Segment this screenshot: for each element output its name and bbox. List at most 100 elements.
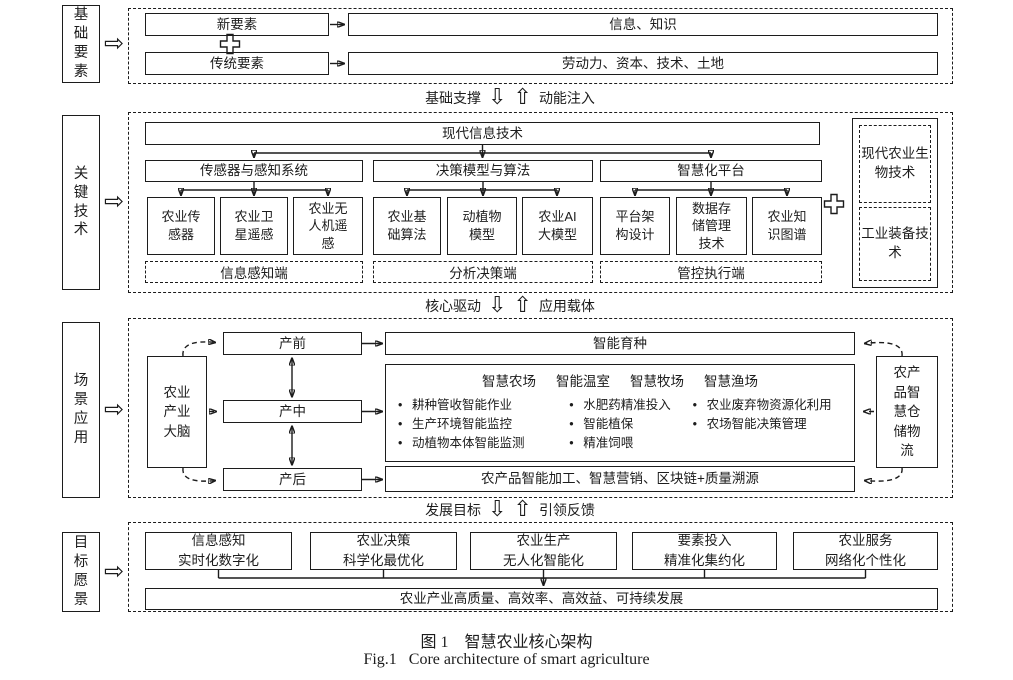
list-item: • 农业废弃物资源化利用: [693, 396, 842, 415]
list-item: •智能植保: [569, 415, 692, 434]
list-item: • 农场智能决策管理: [693, 415, 842, 434]
goal-line2: 无人化智能化: [503, 553, 584, 568]
goal-line1: 农业服务: [838, 533, 893, 549]
link-label-right: 动能注入: [538, 90, 595, 106]
section-label-foundation: 基础要素: [62, 5, 100, 83]
link-label-right: 应用载体: [538, 298, 595, 314]
new-factor-box: 新要素: [145, 13, 329, 36]
scenario-item: 智能温室: [556, 374, 610, 389]
down-arrow-icon: ⇩: [488, 292, 507, 317]
bullet-column: • 农业废弃物资源化利用 • 农场智能决策管理: [693, 396, 842, 454]
section-label-application: 场景应用: [62, 322, 100, 498]
application-panel: [128, 318, 953, 498]
link-label-left: 核心驱动: [425, 298, 482, 314]
bullet-text: 耕种管收智能作业: [412, 397, 513, 412]
technology-panel: [128, 112, 953, 293]
plus-icon: [219, 33, 241, 55]
tech-child: 动植物模型: [447, 197, 517, 255]
tech-child: 农业知识图谱: [752, 197, 822, 255]
scenario-header: 智慧农场 智能温室 智慧牧场 智慧渔场: [398, 373, 842, 391]
link-label-left: 基础支撑: [425, 90, 482, 106]
group-footer-decision: 分析决策端: [373, 261, 593, 283]
technology-connectors: [181, 145, 787, 196]
traditional-factor-box: 传统要素: [145, 52, 329, 75]
foundation-panel: [128, 8, 953, 84]
application-connectors: [182, 342, 903, 481]
tech-child: 农业AI大模型: [522, 197, 593, 255]
stage-mid-box: 产中: [223, 400, 362, 423]
stage-post-box: 产后: [223, 468, 362, 491]
goal-box: 农业决策科学化最优化: [310, 532, 457, 570]
tech-child: 数据存储管理技术: [676, 197, 747, 255]
vision-connectors: [217, 570, 867, 586]
group-footer-platform: 管控执行端: [600, 261, 822, 283]
goal-line2: 实时化数字化: [178, 553, 259, 568]
post-production-box: 农产品智能加工、智慧营销、区块链+质量溯源: [385, 466, 855, 492]
section-label-vision: 目标愿景: [62, 532, 100, 612]
tech-child: 农业基础算法: [373, 197, 441, 255]
scenario-item: 智慧渔场: [704, 374, 758, 389]
goal-box: 农业服务网络化个性化: [793, 532, 938, 570]
list-item: • 精准饲喂: [569, 434, 692, 453]
bullet-icon: •: [398, 436, 403, 451]
goal-box: 农业生产无人化智能化: [470, 532, 617, 570]
up-arrow-icon: ⇧: [513, 496, 532, 521]
up-arrow-icon: ⇧: [513, 84, 532, 109]
right-arrow-icon: ⇨: [103, 30, 125, 57]
tech-child: 农业卫星遥感: [220, 197, 288, 255]
scenario-item: 智慧农场: [482, 374, 536, 389]
bullet-text: 水肥药精准投入: [583, 397, 671, 412]
plus-icon: [823, 193, 845, 215]
info-knowledge-box: 信息、知识: [348, 13, 938, 36]
side-tech-equipment: 工业装备技术: [859, 207, 931, 281]
side-tech-bio: 现代农业生物技术: [859, 125, 931, 203]
group-header-decision: 决策模型与算法: [373, 160, 593, 182]
tech-child: 农业无人机遥感: [293, 197, 363, 255]
link-tech-app: 核心驱动 ⇩ ⇧ 应用载体: [370, 293, 650, 319]
group-footer-sensing: 信息感知端: [145, 261, 363, 283]
outcome-box: 农业产业高质量、高效率、高效益、可持续发展: [145, 588, 938, 610]
bullet-icon: •: [569, 416, 574, 431]
bullet-icon: •: [569, 436, 574, 451]
list-item: • 水肥药精准投入: [569, 396, 692, 415]
labor-capital-box: 劳动力、资本、技术、土地: [348, 52, 938, 75]
bullet-text: 生产环境智能监控: [412, 416, 513, 431]
up-arrow-icon: ⇧: [513, 292, 532, 317]
goal-line1: 农业生产: [516, 533, 571, 549]
down-arrow-icon: ⇩: [488, 496, 507, 521]
bullet-text: 农场智能决策管理: [706, 416, 807, 431]
scenario-item: 智慧牧场: [630, 374, 684, 389]
scenario-content-box: 智慧农场 智能温室 智慧牧场 智慧渔场 •耕种管收智能作业 •生产环境智能监控 …: [385, 364, 855, 462]
bullet-column: • 水肥药精准投入 •智能植保 • 精准饲喂: [569, 396, 692, 454]
right-arrow-icon: ⇨: [103, 188, 125, 215]
link-app-vision: 发展目标 ⇩ ⇧ 引领反馈: [370, 498, 650, 522]
industry-brain-box: 农业产业大脑: [147, 356, 207, 468]
bullet-icon: •: [398, 397, 403, 412]
goal-line1: 农业决策: [356, 533, 411, 549]
bullet-icon: •: [692, 397, 698, 412]
group-header-platform: 智慧化平台: [600, 160, 822, 182]
link-foundation-tech: 基础支撑 ⇩ ⇧ 动能注入: [370, 85, 650, 111]
right-arrow-icon: ⇨: [103, 558, 125, 585]
goal-box: 信息感知实时化数字化: [145, 532, 292, 570]
bullet-text: 农业废弃物资源化利用: [706, 397, 832, 412]
scenario-bullets: •耕种管收智能作业 •生产环境智能监控 •动植物本体智能监测 •水肥药精准投入 …: [398, 396, 842, 454]
goal-line2: 精准化集约化: [664, 553, 745, 568]
stage-pre-box: 产前: [223, 332, 362, 355]
bullet-icon: •: [692, 416, 698, 431]
link-label-left: 发展目标: [425, 502, 482, 518]
bullet-icon: •: [569, 397, 574, 412]
tech-child: 农业传感器: [147, 197, 215, 255]
bullet-text: 动植物本体智能监测: [412, 436, 525, 451]
breeding-box: 智能育种: [385, 332, 855, 355]
goal-line1: 要素投入: [677, 533, 732, 549]
bullet-text: 精准饲喂: [583, 436, 634, 451]
group-header-sensing: 传感器与感知系统: [145, 160, 363, 182]
list-item: • 动植物本体智能监测: [398, 434, 569, 453]
goal-line2: 科学化最优化: [343, 553, 424, 568]
list-item: •生产环境智能监控: [398, 415, 569, 434]
list-item: • 耕种管收智能作业: [398, 396, 569, 415]
right-arrow-icon: ⇨: [103, 396, 125, 423]
goal-line1: 信息感知: [191, 533, 246, 549]
